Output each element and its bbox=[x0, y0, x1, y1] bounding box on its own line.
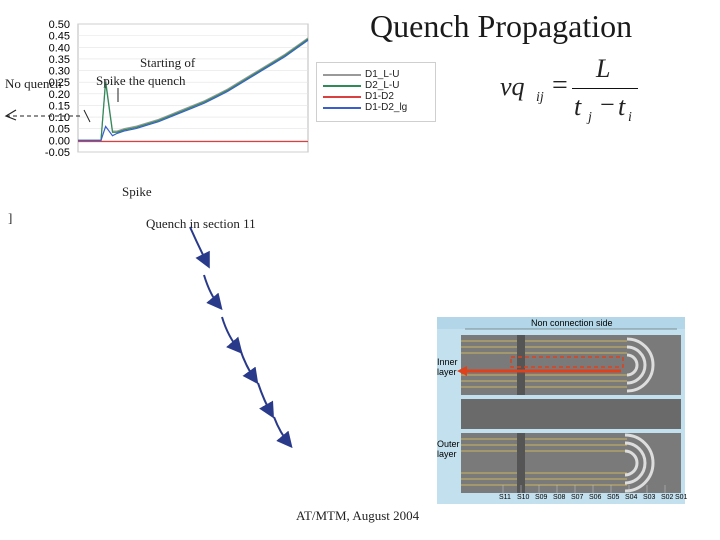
outer-layer-stripes bbox=[461, 438, 627, 486]
connection-post bbox=[517, 433, 525, 493]
y-tick-label: 0.30 bbox=[49, 66, 70, 78]
velocity-formula: L vq ij = t j − t i bbox=[500, 52, 650, 132]
tick-mark bbox=[83, 109, 91, 123]
y-tick-label: 0.05 bbox=[49, 124, 70, 136]
outer-coil-ends bbox=[624, 433, 655, 493]
section-label: S10 bbox=[517, 494, 530, 501]
legend-entry-d1-lu: D1_L-U bbox=[317, 69, 435, 80]
y-tick-label: 0.35 bbox=[49, 54, 70, 66]
outer-layer-label: Outer layer bbox=[437, 439, 460, 459]
y-tick-label: 0.15 bbox=[49, 100, 70, 112]
y-tick-label: -0.05 bbox=[45, 147, 70, 158]
formula-minus: − bbox=[600, 90, 615, 119]
arrow-curve-icon bbox=[221, 316, 243, 355]
slide-title: Quench Propagation bbox=[370, 8, 633, 44]
formula-t-j: t bbox=[574, 92, 582, 121]
inner-layer-stripes bbox=[461, 340, 627, 388]
formula-sub-i: i bbox=[628, 110, 632, 125]
connection-post bbox=[517, 335, 525, 395]
diagram-header-band bbox=[437, 317, 685, 329]
section-dividers bbox=[502, 485, 666, 499]
arrow-curve-icon bbox=[273, 416, 293, 449]
y-tick-label: 0.25 bbox=[49, 77, 70, 89]
section-label: S07 bbox=[571, 494, 584, 501]
series-line-d2-l-u bbox=[78, 38, 309, 141]
dashed-highlight-box bbox=[510, 356, 624, 368]
y-tick-label: 0.20 bbox=[49, 89, 70, 101]
legend-entry-d1-d2: D1-D2 bbox=[317, 91, 435, 102]
propagation-arrows bbox=[189, 226, 293, 449]
arrow-curve-icon bbox=[189, 226, 210, 269]
inner-coil-ends bbox=[626, 337, 655, 393]
legend-entry-d1-d2-lg: D1-D2_lg bbox=[317, 102, 435, 113]
y-tick-labels: 0.500.450.400.350.300.250.200.150.100.05… bbox=[45, 19, 70, 159]
spike-pointer bbox=[117, 88, 119, 102]
arrow-curve-icon bbox=[203, 274, 223, 311]
section-label: S06 bbox=[589, 494, 602, 501]
no-quench-arrows bbox=[4, 109, 91, 123]
diagram-header: Non connection side bbox=[531, 318, 613, 328]
arrow-left-icon bbox=[4, 109, 17, 121]
chart-legend: D1_L-U D2_L-U D1-D2 D1-D2_lg bbox=[316, 62, 436, 122]
spike-label: Spike bbox=[122, 184, 152, 199]
y-tick-label: 0.10 bbox=[49, 112, 70, 124]
inner-layer-label: Inner layer bbox=[437, 357, 458, 377]
legend-swatch bbox=[323, 74, 361, 76]
section-label: S11 bbox=[499, 494, 511, 501]
section-label: S04 bbox=[625, 494, 638, 501]
section-label: S08 bbox=[553, 494, 566, 501]
spike-the-quench-label: Spike the quench bbox=[96, 73, 186, 88]
y-tick-label: 0.00 bbox=[49, 135, 70, 147]
starting-of-label: Starting of bbox=[140, 55, 196, 70]
legend-swatch bbox=[323, 96, 361, 98]
legend-entry-d2-lu: D2_L-U bbox=[317, 80, 435, 91]
coil-section-diagram: Non connection side Inner layer Outer la… bbox=[437, 317, 688, 504]
y-tick-label: 0.45 bbox=[49, 31, 70, 43]
voltage-chart-svg: 0.500.450.400.350.300.250.200.150.100.05… bbox=[45, 19, 309, 159]
formula-sub-j: j bbox=[588, 110, 592, 125]
legend-label: D1_L-U bbox=[365, 69, 400, 80]
section-label: S03 bbox=[643, 494, 656, 501]
grid-lines bbox=[78, 23, 308, 153]
legend-label: D1-D2 bbox=[365, 91, 394, 102]
arrow-curve-icon bbox=[257, 382, 274, 419]
section-label: S09 bbox=[535, 494, 548, 501]
bracket-glyph: ] bbox=[8, 210, 13, 225]
section-label: S02 bbox=[661, 494, 674, 501]
arrow-curve-icon bbox=[239, 348, 259, 385]
formula-lhs: vq bbox=[500, 72, 525, 101]
series-line-d1-d2-lg bbox=[78, 39, 309, 141]
slide-footer: AT/MTM, August 2004 bbox=[296, 508, 420, 523]
legend-label: D2_L-U bbox=[365, 80, 400, 91]
outer-layer-block bbox=[461, 433, 681, 493]
inner-layer-block bbox=[461, 335, 681, 395]
formula-equals: = bbox=[552, 70, 568, 101]
section-label: S05 bbox=[607, 494, 620, 501]
y-tick-label: 0.50 bbox=[49, 19, 70, 31]
middle-band bbox=[461, 399, 681, 429]
formula-t-i: t bbox=[618, 92, 626, 121]
legend-swatch bbox=[323, 107, 361, 109]
arrow-left-icon bbox=[457, 366, 467, 376]
no-quench-label: No quench bbox=[5, 76, 62, 91]
series-lines bbox=[78, 37, 309, 143]
legend-swatch bbox=[323, 85, 361, 87]
fraction-bar bbox=[572, 88, 638, 89]
quench-section-label: Quench in section 11 bbox=[146, 216, 256, 231]
y-tick-label: 0.40 bbox=[49, 42, 70, 54]
legend-label: D1-D2_lg bbox=[365, 102, 408, 113]
formula-lhs-subscript: ij bbox=[536, 90, 544, 105]
section-label: S01 bbox=[675, 494, 688, 501]
formula-numerator: L bbox=[596, 54, 611, 83]
coil-diagram-svg bbox=[437, 317, 685, 499]
